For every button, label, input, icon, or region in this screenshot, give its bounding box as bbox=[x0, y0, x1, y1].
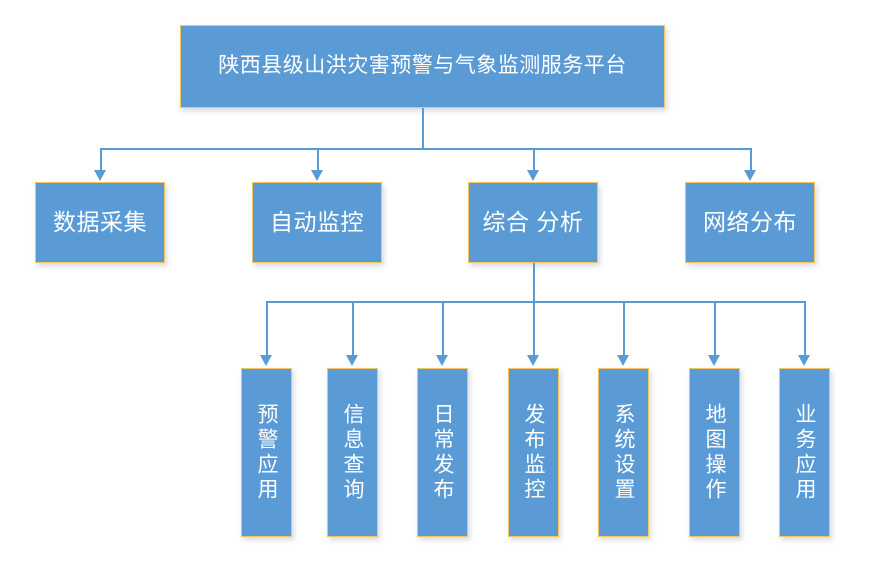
node-root-label: 陕西县级山洪灾害预警与气象监测服务平台 bbox=[218, 54, 627, 78]
node-level3-3-label: 日常发布 bbox=[431, 402, 454, 503]
node-root[interactable]: 陕西县级山洪灾害预警与气象监测服务平台 bbox=[180, 25, 665, 108]
arrow-l2-1 bbox=[94, 170, 106, 181]
arrow-l3-3 bbox=[436, 355, 448, 366]
connector-drop-l3-5 bbox=[623, 301, 625, 356]
arrow-l2-4 bbox=[744, 170, 756, 181]
connector-level3-stem bbox=[533, 263, 535, 302]
node-level3-5-label: 系统设置 bbox=[612, 402, 635, 503]
connector-drop-l3-4 bbox=[533, 301, 535, 356]
node-level3-6-label: 地图操作 bbox=[703, 402, 726, 503]
arrow-l3-1 bbox=[260, 355, 272, 366]
node-level3-1[interactable]: 预警应用 bbox=[241, 368, 292, 537]
connector-root-stem bbox=[422, 108, 424, 149]
node-level3-7-label: 业务应用 bbox=[793, 402, 816, 503]
node-level2-1[interactable]: 数据采集 bbox=[35, 182, 165, 263]
node-level2-4[interactable]: 网络分布 bbox=[685, 182, 815, 263]
connector-drop-l3-3 bbox=[442, 301, 444, 356]
node-level3-4[interactable]: 发布监控 bbox=[508, 368, 559, 537]
arrow-l3-5 bbox=[617, 355, 629, 366]
node-level2-3[interactable]: 综合 分析 bbox=[468, 182, 598, 263]
node-level2-2[interactable]: 自动监控 bbox=[252, 182, 382, 263]
connector-drop-l3-2 bbox=[352, 301, 354, 356]
arrow-l3-6 bbox=[708, 355, 720, 366]
connector-drop-l2-3 bbox=[533, 148, 535, 172]
arrow-l2-3 bbox=[527, 170, 539, 181]
node-level3-5[interactable]: 系统设置 bbox=[598, 368, 649, 537]
node-level3-6[interactable]: 地图操作 bbox=[689, 368, 740, 537]
arrow-l2-2 bbox=[311, 170, 323, 181]
connector-drop-l2-2 bbox=[317, 148, 319, 172]
node-level3-2[interactable]: 信息查询 bbox=[327, 368, 378, 537]
connector-drop-l3-7 bbox=[804, 301, 806, 356]
node-level2-2-label: 自动监控 bbox=[270, 209, 364, 236]
node-level2-4-label: 网络分布 bbox=[703, 209, 797, 236]
arrow-l3-2 bbox=[346, 355, 358, 366]
node-level3-7[interactable]: 业务应用 bbox=[779, 368, 830, 537]
connector-drop-l3-6 bbox=[714, 301, 716, 356]
node-level3-4-label: 发布监控 bbox=[522, 402, 545, 503]
node-level2-3-label: 综合 分析 bbox=[482, 209, 584, 236]
connector-drop-l3-1 bbox=[266, 301, 268, 356]
node-level3-3[interactable]: 日常发布 bbox=[417, 368, 468, 537]
node-level3-1-label: 预警应用 bbox=[255, 402, 278, 503]
connector-drop-l2-1 bbox=[100, 148, 102, 172]
arrow-l3-7 bbox=[798, 355, 810, 366]
connector-level3-bus bbox=[266, 301, 805, 303]
connector-drop-l2-4 bbox=[750, 148, 752, 172]
node-level3-2-label: 信息查询 bbox=[341, 402, 364, 503]
connector-level2-bus bbox=[100, 148, 750, 150]
node-level2-1-label: 数据采集 bbox=[53, 209, 147, 236]
arrow-l3-4 bbox=[527, 355, 539, 366]
